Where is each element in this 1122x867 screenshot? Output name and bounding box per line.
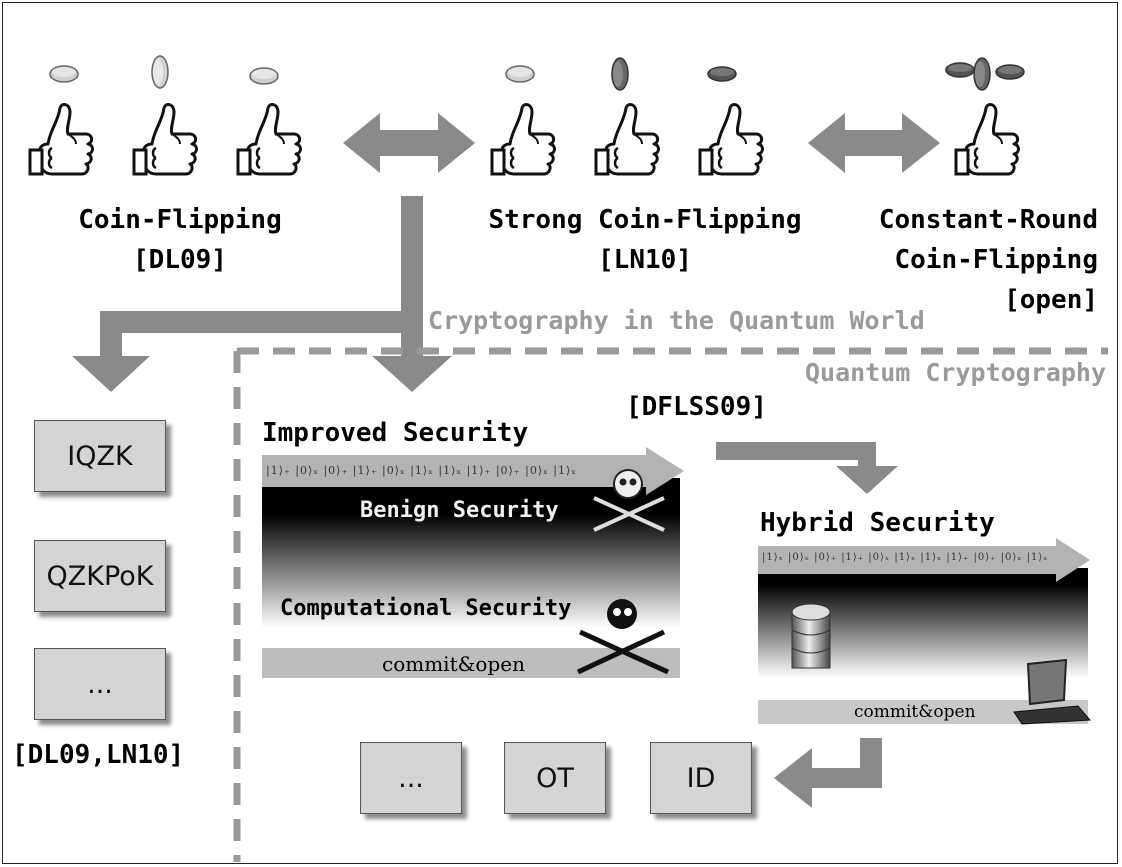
pirate-skull-icon (593, 469, 665, 532)
coin-icon (707, 66, 737, 82)
coin-icon (611, 57, 629, 91)
dflss-ref: [DFLSS09] (626, 392, 767, 422)
commit-bar (262, 648, 680, 678)
improved-qubit-row: |1⟩₊ |0⟩ₓ |0⟩₊ |1⟩₊ |0⟩ₓ |1⟩ₓ |1⟩ₓ |1⟩₊ … (266, 464, 577, 477)
double-arrow (343, 113, 475, 173)
coin-icon (151, 55, 169, 89)
left-ref: [DL09,LN10] (12, 740, 185, 770)
id-box: ID (650, 742, 752, 814)
database-icon (791, 603, 831, 669)
thumbs-up-hand-icon (594, 103, 660, 176)
iqzk-box: IQZK (34, 420, 166, 492)
thumbs-up-hand-icon (490, 103, 556, 176)
qubit-stream-arrow (262, 447, 684, 495)
branch-arrow-stem (401, 196, 423, 322)
arrow-to-left-boxes (72, 356, 150, 392)
benign-security-label: Benign Security (360, 498, 559, 523)
constant-round-label: Constant-Round Coin-Flipping [open] (879, 200, 1098, 320)
thumbs-up-hand-icon (954, 103, 1020, 176)
strong-coin-flipping-label: Strong Coin-Flipping [LN10] (470, 200, 820, 280)
strong-coin-flipping-ref: [LN10] (598, 245, 692, 275)
coin-icon (995, 64, 1025, 80)
constant-round-title: Constant-Round (878, 205, 1098, 235)
qubit-stream-arrow (758, 538, 1090, 582)
coin-flipping-title: Coin-Flipping (78, 205, 282, 235)
hybrid-commit-label: commit&open (854, 702, 976, 722)
constant-round-ref: [open] (1004, 285, 1098, 315)
coin-flipping-label: Coin-Flipping [DL09] (60, 200, 300, 280)
more-bottom-box: ... (360, 742, 462, 814)
quantum-world-label: Cryptography in the Quantum World (428, 306, 925, 335)
improved-commit-label: commit&open (382, 652, 525, 676)
coin-icon (249, 67, 279, 85)
hybrid-security-title: Hybrid Security (760, 508, 995, 538)
double-arrow (808, 113, 940, 173)
strong-coin-flipping-title: Strong Coin-Flipping (488, 205, 802, 235)
quantum-cryptography-label: Quantum Cryptography (804, 358, 1106, 387)
thumbs-up-hand-icon (28, 103, 94, 176)
computational-security-label: Computational Security (280, 596, 572, 621)
dflss-arrow (716, 442, 876, 460)
hybrid-qubit-row: |1⟩ₓ |0⟩ₓ |0⟩₊ |1⟩₊ |0⟩ₓ |1⟩ₓ |1⟩ₓ |1⟩₊ … (762, 552, 1049, 563)
more-left-box: ... (34, 648, 166, 720)
coin-icon (945, 62, 975, 78)
qzkpok-box: QZKPoK (34, 540, 166, 612)
branch-arrow-bar (100, 311, 423, 333)
coin-flipping-ref: [DL09] (133, 245, 227, 275)
thumbs-up-hand-icon (236, 103, 302, 176)
laptop-icon (1013, 658, 1092, 725)
thumbs-up-hand-icon (132, 103, 198, 176)
pirate-skull-icon (576, 599, 670, 675)
constant-round-subtitle: Coin-Flipping (894, 245, 1099, 275)
improved-security-title: Improved Security (262, 418, 529, 448)
coin-icon (49, 65, 79, 83)
ot-box: OT (504, 742, 606, 814)
arrow-to-improved (372, 356, 452, 392)
thumbs-up-hand-icon (698, 103, 764, 176)
coin-icon (973, 57, 991, 91)
coin-icon (505, 65, 535, 83)
